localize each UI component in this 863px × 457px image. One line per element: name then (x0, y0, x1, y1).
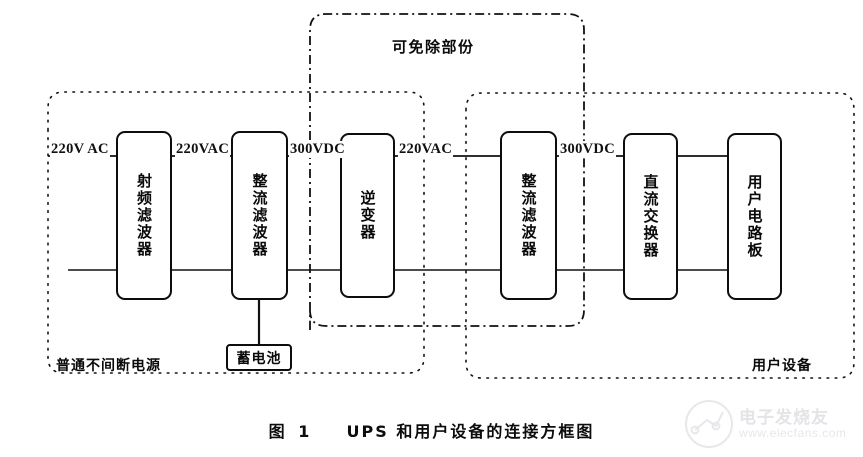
figure-caption: 图 1 UPS 和用户设备的连接方框图 (0, 418, 863, 442)
signal-label-input-voltage: 220V AC (50, 141, 110, 158)
signal-label-ac-output: 220VAC (398, 141, 454, 158)
region-outline-ups (47, 91, 425, 374)
block-rectifier-filter-2[interactable]: 整流滤波器 (500, 131, 557, 300)
block-label: 整流滤波器 (250, 173, 269, 258)
battery-label: 蓄电池 (236, 350, 282, 367)
block-rectifier-filter-1[interactable]: 整流滤波器 (231, 131, 288, 300)
region-label-ups: 普通不间断电源 (56, 358, 161, 374)
block-label: 逆变器 (358, 190, 377, 241)
watermark-url: www.elecfans.com (739, 426, 847, 440)
signal-label-dc-bus-2: 300VDC (559, 141, 616, 158)
figure-number: 图 1 (268, 422, 314, 441)
block-label: 用户电路板 (745, 174, 764, 259)
block-label: 射频滤波器 (135, 173, 154, 258)
block-battery[interactable]: 蓄电池 (226, 344, 292, 371)
block-rf-filter[interactable]: 射频滤波器 (116, 131, 172, 300)
watermark-brand: 电子发烧友 (739, 408, 829, 428)
region-label-user-equipment: 用户设备 (752, 358, 812, 374)
block-label: 整流滤波器 (519, 173, 538, 258)
elecfans-logo-icon (685, 400, 733, 448)
signal-label-dc-bus-1: 300VDC (289, 141, 346, 158)
figure-caption-text: UPS 和用户设备的连接方框图 (346, 422, 595, 441)
block-user-circuit-board[interactable]: 用户电路板 (727, 133, 782, 300)
signal-label-after-rf-filter: 220VAC (175, 141, 231, 158)
region-label-removable: 可免除部份 (392, 38, 475, 56)
block-inverter[interactable]: 逆变器 (340, 133, 395, 298)
region-outline-removable (309, 13, 585, 330)
block-label: 直流交换器 (641, 174, 660, 259)
block-dc-converter[interactable]: 直流交换器 (623, 133, 678, 300)
watermark: 电子发烧友 www.elecfans.com (683, 395, 855, 453)
